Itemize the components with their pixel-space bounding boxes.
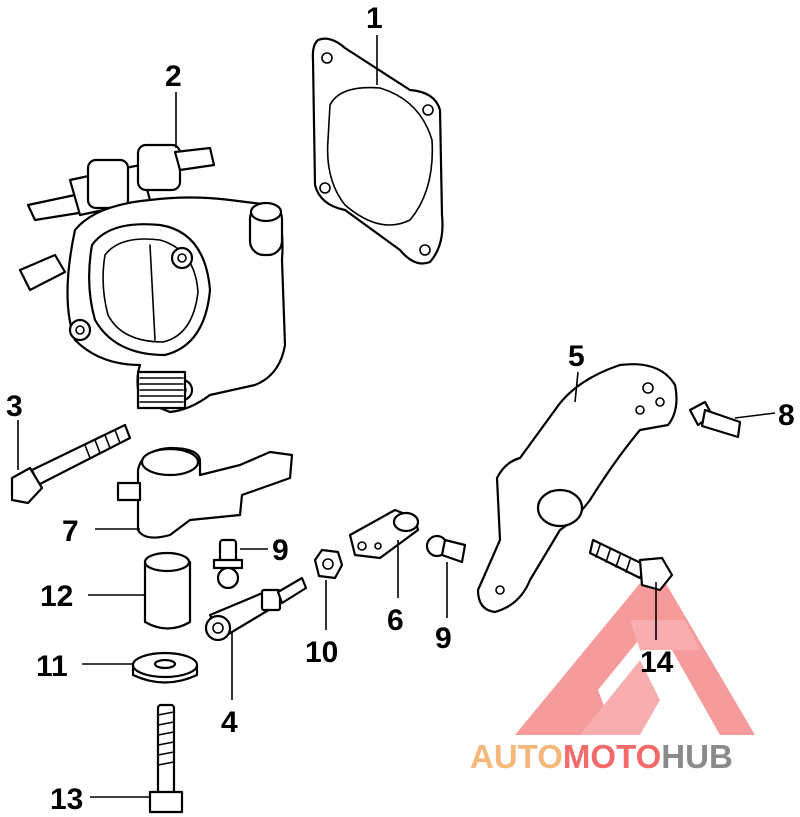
callout-5: 5 <box>568 340 585 373</box>
watermark-moto: MOTO <box>563 738 661 775</box>
callout-4: 4 <box>221 706 238 739</box>
callout-11: 11 <box>36 650 68 683</box>
watermark-hub: HUB <box>661 738 733 775</box>
lever-arm-part <box>476 363 678 614</box>
leader-lines <box>17 35 776 798</box>
callout-3: 3 <box>6 390 23 423</box>
bolt-13-part <box>148 703 184 814</box>
callout-9-left: 9 <box>272 534 289 567</box>
bushing-part <box>143 551 192 630</box>
callout-10: 10 <box>305 636 338 669</box>
callout-14: 14 <box>640 646 674 679</box>
pivot-stud-left-part <box>212 538 244 590</box>
callout-6: 6 <box>387 604 404 637</box>
callout-12: 12 <box>40 580 73 613</box>
callout-9-right: 9 <box>435 622 452 655</box>
rod-end-part <box>204 576 308 642</box>
watermark-auto: AUTO <box>470 738 563 775</box>
pivot-stud-right-part <box>425 534 467 564</box>
washer-part <box>131 651 199 684</box>
lever-bracket-part <box>116 446 294 539</box>
bolt-14-part <box>588 538 674 592</box>
long-bolt-part <box>10 423 132 505</box>
callout-7: 7 <box>62 515 79 548</box>
callout-13: 13 <box>50 783 83 816</box>
gasket-part <box>311 37 444 265</box>
throttle-body-part <box>18 143 287 414</box>
watermark-logo-icon <box>515 565 755 735</box>
small-bolt-part <box>688 400 742 439</box>
callout-1: 1 <box>366 2 383 35</box>
adjuster-part <box>348 508 420 560</box>
callout-2: 2 <box>165 60 182 93</box>
watermark-text: AUTOMOTOHUB <box>470 738 733 775</box>
nut-part <box>313 548 344 580</box>
callout-8: 8 <box>778 399 795 432</box>
